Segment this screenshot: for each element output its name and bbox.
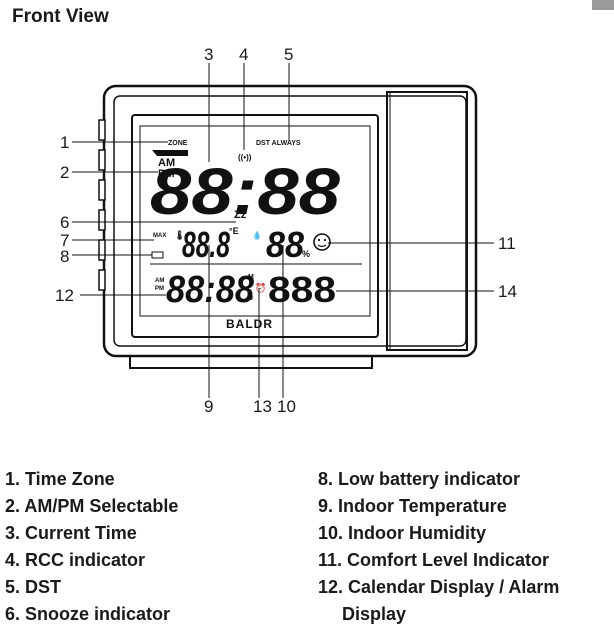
- legend-item: 2. AM/PM Selectable: [5, 496, 179, 516]
- device-stand: [129, 356, 373, 369]
- legend-item-continuation: Display: [342, 604, 407, 624]
- callout-5: 5: [284, 45, 293, 64]
- am-indicator: AM: [158, 157, 175, 169]
- comfort-face-icon: [313, 233, 331, 251]
- humidity-unit: %: [302, 249, 310, 259]
- thermometer-icon: 🌡: [174, 230, 185, 240]
- pm-indicator: PM: [158, 168, 175, 180]
- humidity-drop-icon: 💧: [252, 230, 262, 240]
- callout-13: 13: [253, 397, 272, 416]
- legend-item: 12. Calendar Display / Alarm: [318, 577, 560, 597]
- callout-4: 4: [239, 45, 248, 64]
- callout-8: 8: [60, 247, 69, 266]
- lcd-screen: [139, 125, 371, 317]
- callout-6: 6: [60, 213, 69, 232]
- zone-indicator: ZONE: [168, 140, 188, 147]
- callout-11: 11: [498, 234, 516, 253]
- low-battery-icon: [151, 251, 164, 259]
- legend-right: 8. Low battery indicator 9. Indoor Tempe…: [318, 466, 559, 628]
- callout-14: 14: [498, 282, 517, 301]
- calendar-m: M: [248, 274, 254, 281]
- legend-item: 11. Comfort Level Indicator: [318, 550, 550, 570]
- projector-panel: [386, 91, 468, 351]
- callout-12: 12: [55, 286, 74, 305]
- legend-item: 6. Snooze indicator: [5, 604, 171, 624]
- alpha-display: 888: [268, 269, 336, 310]
- clock-front-diagram: ZONE DST ALWAYS AM PM ((•)) 88:88 Zz MAX…: [55, 45, 517, 416]
- calendar-digits: 88:88: [166, 269, 255, 311]
- callout-7: 7: [60, 231, 69, 250]
- calendar-am: AM: [155, 278, 164, 284]
- page-title: Front View: [12, 6, 109, 27]
- indoor-humidity-digits: 88: [266, 224, 304, 265]
- snooze-indicator: Zz: [234, 209, 247, 221]
- legend-item: 5. DST: [5, 577, 62, 597]
- lcd-frame: [131, 114, 379, 338]
- legend-item: 1. Time Zone: [5, 469, 115, 489]
- dst-indicator: DST ALWAYS: [256, 140, 301, 147]
- legend-item: 4. RCC indicator: [5, 550, 146, 570]
- legend-item: 8. Low battery indicator: [318, 469, 521, 489]
- corner-tab: [592, 0, 614, 10]
- current-time-digits: 88:88: [150, 154, 340, 228]
- rcc-indicator: ((•)): [238, 153, 252, 162]
- calendar-pm: PM: [155, 286, 164, 292]
- alarm-icon: ⏰: [255, 282, 266, 293]
- callout-9: 9: [204, 397, 213, 416]
- indoor-temperature-digits: 88.8: [182, 224, 230, 265]
- callout-10: 10: [277, 397, 296, 416]
- legend-item: 9. Indoor Temperature: [318, 496, 507, 516]
- calendar-d: D: [248, 295, 253, 302]
- temperature-unit: °E: [229, 226, 239, 236]
- callout-leaders: [72, 63, 494, 398]
- legend-item: 10. Indoor Humidity: [318, 523, 487, 543]
- callout-2: 2: [60, 163, 69, 182]
- legend-left: 1. Time Zone 2. AM/PM Selectable 3. Curr…: [5, 466, 178, 628]
- side-buttons: [98, 119, 106, 291]
- callout-3: 3: [204, 45, 213, 64]
- legend-item: 3. Current Time: [5, 523, 137, 543]
- callout-1: 1: [60, 133, 69, 152]
- max-indicator: MAX: [153, 233, 166, 239]
- brand-logo: BALDR: [226, 317, 273, 331]
